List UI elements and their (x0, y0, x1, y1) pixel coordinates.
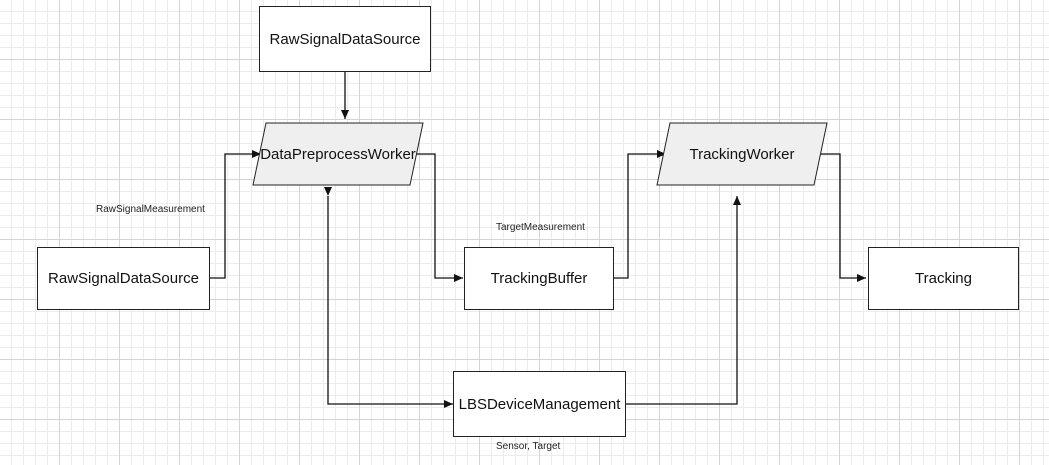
edge-lbs-tracking-worker (617, 196, 741, 408)
raw-signal-measurement-label: RawSignalMeasurement (96, 204, 205, 215)
data-preprocess-worker[interactable]: DataPreprocessWorker (252, 122, 424, 186)
tracking[interactable]: Tracking (868, 247, 1019, 310)
edge-left-source-to-preprocess (210, 150, 261, 279)
target-measurement-label: TargetMeasurement (496, 222, 585, 233)
data-preprocess-worker-shape (252, 122, 424, 186)
tracking-buffer[interactable]: TrackingBuffer (464, 247, 614, 310)
sensor-target-label: Sensor, Target (496, 441, 561, 452)
tracking-buffer-label: TrackingBuffer (490, 270, 588, 287)
raw-signal-data-source-top[interactable]: RawSignalDataSource (259, 6, 431, 72)
lbs-device-management[interactable]: LBSDeviceManagement (453, 371, 626, 437)
data-preprocess-worker-label: DataPreprocessWorker (260, 145, 416, 163)
tracking-worker-label: TrackingWorker (689, 145, 795, 163)
tracking-worker[interactable]: TrackingWorker (656, 122, 828, 186)
lbs-device-management-label: LBSDeviceManagement (458, 395, 621, 413)
tracking-worker-shape (656, 122, 828, 186)
edge-tracking-worker-to-tracking (818, 153, 866, 282)
raw-signal-data-source-left-label: RawSignalDataSource (48, 270, 199, 287)
edge-lbs-preprocess (324, 187, 453, 408)
raw-signal-data-source-left[interactable]: RawSignalDataSource (37, 247, 210, 310)
tracking-label: Tracking (915, 270, 972, 287)
raw-signal-data-source-top-label: RawSignalDataSource (269, 30, 421, 48)
